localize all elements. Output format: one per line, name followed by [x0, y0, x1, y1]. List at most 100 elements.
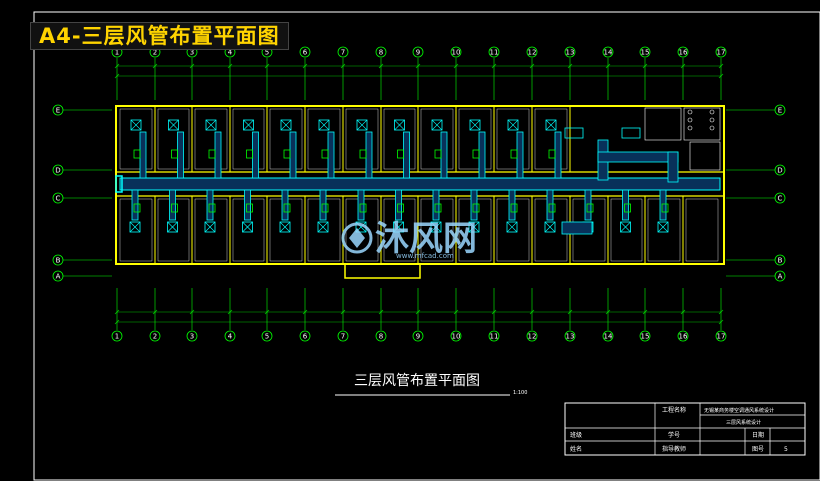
south-east-duct — [561, 221, 593, 235]
fixture-icon — [709, 125, 715, 131]
branch-duct-north — [139, 131, 147, 179]
watermark: 沐风网 www.mfcad.com — [341, 219, 477, 260]
grid-column-label: 2 — [153, 333, 157, 341]
valve-north — [171, 149, 178, 159]
branch-duct-north — [516, 131, 524, 179]
grid-column-bubble — [526, 46, 538, 58]
valve-south — [359, 203, 367, 213]
valve-north — [321, 149, 329, 159]
diffuser-south — [620, 221, 631, 233]
diffuser-mark — [130, 119, 142, 131]
valve-south — [283, 203, 291, 213]
grid-column-bubble — [450, 46, 462, 58]
diffuser-north — [469, 119, 481, 131]
branch-duct-north — [177, 131, 184, 179]
watermark-logo-mark — [349, 228, 365, 248]
grid-column-label: 11 — [490, 333, 499, 341]
grid-column-label: 1 — [115, 333, 119, 341]
grid-column-bubble — [224, 330, 236, 342]
grid-row-label: B — [56, 257, 61, 265]
diffuser-mark — [129, 221, 141, 233]
grid-row-label: D — [55, 167, 60, 175]
branch-duct-north — [478, 131, 486, 179]
grid-column-bubble — [715, 46, 727, 58]
valve-south — [434, 203, 442, 213]
valve-south — [321, 203, 329, 213]
grid-column-bubble — [337, 330, 349, 342]
tb-drawing-value: 三层风系统设计 — [726, 419, 761, 426]
fixture-icon — [709, 109, 715, 115]
valve-north — [472, 149, 480, 159]
branch-duct-south — [622, 189, 629, 221]
stair-toilet-core — [644, 107, 721, 171]
valve-north — [548, 149, 556, 159]
grid-column-label: 7 — [341, 333, 345, 341]
grid-column-label: 16 — [679, 49, 688, 57]
branch-duct-north — [214, 131, 222, 179]
grid-column-label: 16 — [679, 333, 688, 341]
diffuser-mark — [393, 221, 404, 233]
watermark-logo-icon — [341, 222, 373, 254]
branch-duct-south — [169, 189, 176, 221]
grid-column-label: 2 — [153, 49, 157, 57]
tb-sheet-label: 图号 — [752, 446, 764, 453]
diffuser-south — [242, 221, 253, 233]
valve-south — [208, 203, 216, 213]
diffuser-mark — [506, 221, 518, 233]
grid-row-label: C — [778, 195, 783, 203]
branch-duct-south — [357, 189, 365, 221]
grid-column-bubble — [412, 330, 424, 342]
valve-south — [510, 203, 518, 213]
branch-duct-north — [365, 131, 373, 179]
fixture-icon — [709, 117, 715, 123]
grid-column-label: 10 — [452, 333, 461, 341]
diffuser-south — [430, 221, 442, 233]
duct-network — [115, 119, 721, 235]
grid-column-label: 7 — [341, 49, 345, 57]
diffuser-mark — [317, 221, 329, 233]
grid-column-bubble — [450, 330, 462, 342]
diffuser-mark — [167, 221, 178, 233]
grid-column-bubble — [412, 46, 424, 58]
fixture-icon — [687, 125, 693, 131]
valve-north — [208, 149, 216, 159]
diffuser-mark — [468, 221, 480, 233]
tb-student-no-label: 学号 — [668, 431, 680, 439]
room-outline — [458, 108, 492, 170]
tb-project-value: 无锡某商务楼空调通风系统设计 — [704, 407, 774, 414]
grid-column-label: 10 — [452, 49, 461, 57]
grid-column-bubble — [186, 330, 198, 342]
grid-column-bubble — [677, 46, 689, 58]
grid-column-bubble — [564, 46, 576, 58]
grid-column-label: 13 — [566, 49, 575, 57]
valve-north — [246, 149, 253, 159]
valve-south — [171, 203, 178, 213]
diffuser-north — [545, 119, 557, 131]
toilet-room — [683, 107, 721, 141]
branch-duct-south — [508, 189, 516, 221]
grid-row-label: B — [778, 257, 783, 265]
diffuser-mark — [431, 119, 443, 131]
valve-north — [359, 149, 367, 159]
tb-date-label: 日期 — [752, 431, 764, 439]
branch-duct-north — [403, 131, 410, 179]
drawing-title: 三层风管布置平面图 — [354, 373, 480, 389]
grid-column-label: 3 — [190, 333, 194, 341]
diffuser-south — [279, 221, 291, 233]
grid-column-label: 4 — [228, 49, 233, 57]
diffuser-mark — [205, 119, 217, 131]
diffuser-mark — [168, 119, 179, 131]
east-diffuser — [564, 127, 584, 139]
grid-column-bubble — [526, 330, 538, 342]
watermark-url: www.mfcad.com — [396, 252, 454, 260]
drawing-frame — [33, 11, 820, 481]
branch-duct-south — [395, 189, 402, 221]
grid-row-label: E — [778, 107, 782, 115]
toilet-room — [644, 107, 682, 141]
valve-north — [283, 149, 291, 159]
grid-column-label: 15 — [641, 333, 650, 341]
diffuser-north — [168, 119, 179, 131]
grid-row-label: C — [56, 195, 61, 203]
